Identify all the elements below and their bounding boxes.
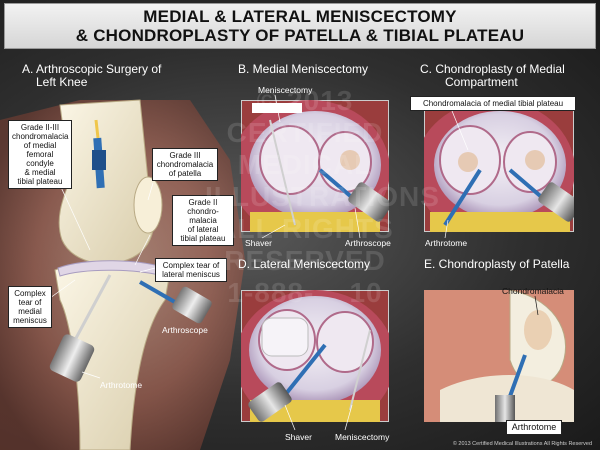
label-line: chondro-	[187, 207, 219, 216]
label-line: Complex	[14, 289, 46, 298]
label-chondromalacia-c: Chondromalacia of medial tibial plateau	[410, 96, 576, 111]
label-line: malacia	[189, 216, 217, 225]
label-line: chondromalacia	[12, 132, 69, 141]
label-meniscectomy-d: Meniscectomy	[335, 432, 390, 442]
label-arthrotome-c: Arthrotome	[425, 238, 468, 248]
label-line: tear of	[18, 298, 42, 307]
label-line: medial	[18, 307, 42, 316]
label-line: & medial	[24, 168, 56, 177]
label-line: meniscus	[13, 316, 47, 325]
label-shaver-b: Shaver	[245, 238, 272, 248]
title-line-2: & CHONDROPLASTY OF PATELLA & TIBIAL PLAT…	[75, 26, 525, 45]
label-line: lateral meniscus	[162, 270, 220, 279]
label-line: tibial plateau	[17, 177, 63, 186]
label-line: femoral condyle	[26, 150, 54, 168]
panel-b-title: B. Medial Meniscectomy	[238, 62, 369, 76]
panel-c-image	[424, 100, 574, 232]
panel-c-title-line-2: Compartment	[445, 75, 518, 89]
label-line: tibial plateau	[180, 234, 226, 243]
copyright: © 2013 Certified Medical Illustrations A…	[452, 441, 592, 447]
label-line: Grade III	[169, 151, 201, 160]
panel-a-title-line-1: A. Arthroscopic Surgery of	[22, 62, 162, 76]
title-bar: MEDIAL & LATERAL MENISCECTOMY & CHONDROP…	[4, 3, 596, 49]
panel-c-title: C. Chondroplasty of Medial Compartment	[420, 63, 565, 89]
label-grade-2-3-medial: Grade II-III chondromalacia of medial fe…	[8, 120, 72, 189]
femur	[58, 99, 155, 265]
panel-d-title: D. Lateral Meniscectomy	[238, 257, 371, 271]
label-line: of medial	[23, 141, 57, 150]
label-line: Grade II	[188, 198, 218, 207]
label-arthroscope-a: Arthroscope	[162, 325, 208, 335]
label-line: Grade II-III	[20, 123, 60, 132]
patella	[133, 176, 163, 234]
label-shaver-d: Shaver	[285, 432, 312, 442]
tibia	[54, 263, 171, 450]
panel-e-image	[424, 290, 574, 422]
label-line: chondromalacia	[156, 160, 214, 169]
label-arthroscope-b: Arthroscope	[345, 238, 391, 248]
label-arthrotome-a: Arthrotome	[100, 380, 143, 390]
label-line: of patella	[168, 169, 202, 178]
label-arthrotome-e: Arthrotome	[506, 420, 562, 435]
label-meniscectomy-b: Meniscectomy	[258, 85, 313, 95]
panel-a-title: A. Arthroscopic Surgery of Left Knee	[22, 63, 161, 89]
label-grade-2-lateral: Grade II chondro- malacia of lateral tib…	[172, 195, 234, 246]
label-line: of lateral	[187, 225, 219, 234]
panel-c-title-line-1: C. Chondroplasty of Medial	[420, 62, 565, 76]
panel-d-image	[241, 290, 389, 422]
label-chondromalacia-e: Chondromalacia	[502, 286, 564, 296]
panel-b-image	[241, 100, 389, 232]
label-complex-tear-lateral: Complex tear of lateral meniscus	[155, 258, 227, 282]
label-grade-3-patella: Grade III chondromalacia of patella	[152, 148, 218, 181]
label-complex-tear-medial: Complex tear of medial meniscus	[8, 286, 52, 328]
panel-e-title: E. Chondroplasty of Patella	[424, 257, 570, 271]
panel-a-title-line-2: Left Knee	[36, 75, 88, 89]
label-line: Complex tear of	[162, 261, 220, 270]
title-line-1: MEDIAL & LATERAL MENISCECTOMY	[143, 7, 457, 26]
